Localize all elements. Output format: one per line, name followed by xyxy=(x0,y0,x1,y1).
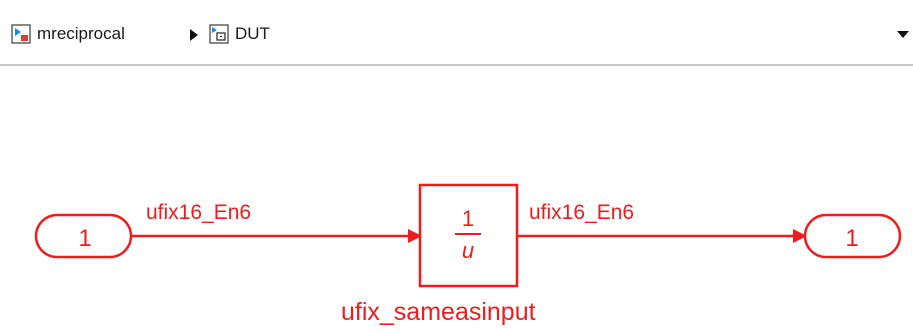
input-signal-label: ufix16_En6 xyxy=(146,201,252,224)
chevron-down-icon[interactable] xyxy=(897,31,909,38)
outport-label: 1 xyxy=(845,225,858,252)
block-diagram: 1 1 u 1 xyxy=(34,183,902,288)
model-icon xyxy=(11,24,31,44)
inport-label: 1 xyxy=(78,225,91,252)
subsystem-icon xyxy=(209,24,229,44)
block-name-label[interactable]: ufix_sameasinput xyxy=(341,298,536,326)
breadcrumb-child-label: DUT xyxy=(235,24,270,43)
block-denominator: u xyxy=(462,238,474,263)
outport-block[interactable]: 1 xyxy=(803,213,902,259)
reciprocal-block[interactable]: 1 u xyxy=(418,183,519,288)
breadcrumb-root[interactable]: mreciprocal xyxy=(11,24,125,44)
output-signal-label: ufix16_En6 xyxy=(529,201,635,224)
chevron-right-icon xyxy=(190,29,198,41)
diagram-canvas: 1 1 u 1 ufix16_En6 ufix16_En6 ufix_samea… xyxy=(0,66,913,333)
block-numerator: 1 xyxy=(462,206,474,231)
inport-block[interactable]: 1 xyxy=(34,213,133,259)
breadcrumb-child[interactable]: DUT xyxy=(209,24,270,44)
explorer-bar: mreciprocal DUT xyxy=(0,0,913,66)
breadcrumb-root-label: mreciprocal xyxy=(37,24,125,43)
